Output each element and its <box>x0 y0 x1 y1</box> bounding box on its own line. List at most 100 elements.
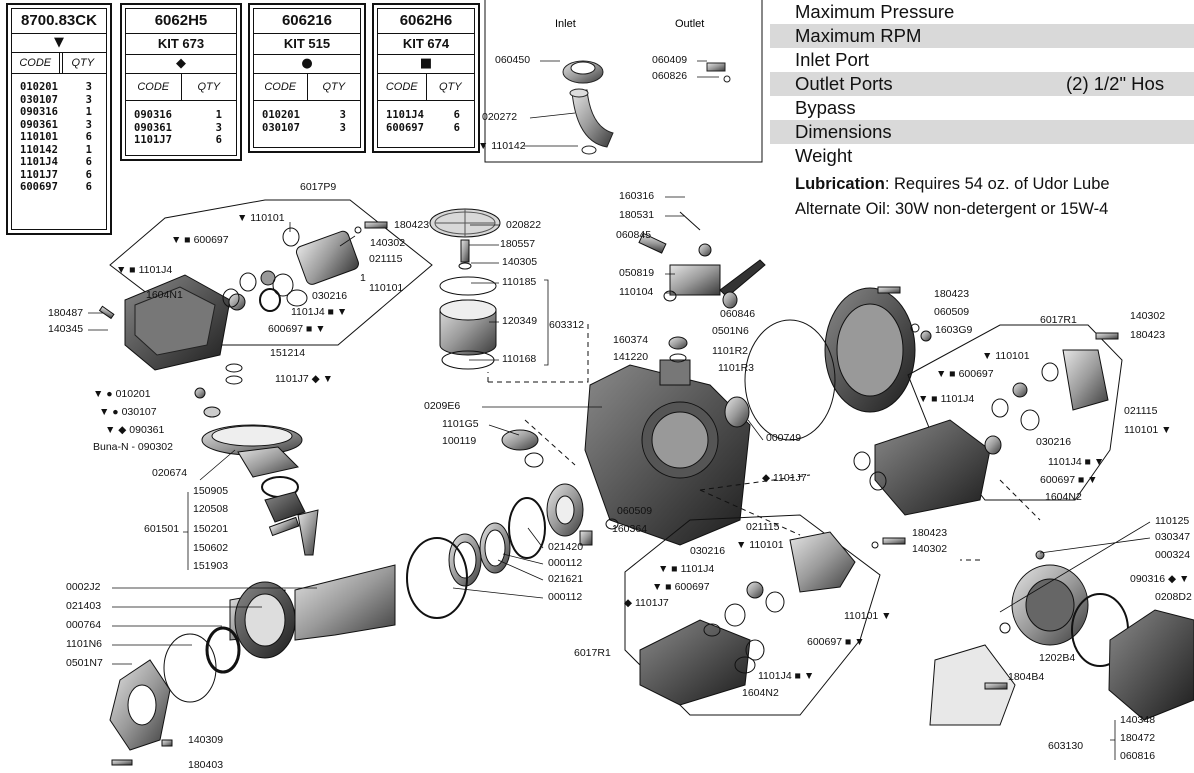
part-qty: 3 <box>85 81 92 93</box>
part-code: 1101J7 <box>134 134 172 146</box>
part-code: 600697 <box>20 181 58 193</box>
manifold-group-6017r1-rear <box>853 324 1123 516</box>
part-callout: ▼ ◆ 090361 <box>105 424 164 436</box>
part-qty: 6 <box>85 181 92 193</box>
part-callout: 140305 <box>502 256 537 268</box>
part-callout: 1101R2 <box>712 345 748 357</box>
part-callout: 150201 <box>193 523 228 535</box>
part-qty: 1 <box>85 143 92 156</box>
part-callout: ▼ ■ 1101J4 <box>918 393 974 405</box>
part-qty: 3 <box>215 121 222 134</box>
part-callout: 060846 <box>720 308 755 320</box>
part-code: 110101 <box>20 131 58 143</box>
part-callout: 020822 <box>506 219 541 231</box>
part-callout: 0209E6 <box>424 400 460 412</box>
part-callout: 160374 <box>613 334 648 346</box>
kit-marker: ◆ <box>126 55 236 74</box>
part-callout: ▼ 110101 <box>736 539 784 551</box>
part-callout: 1101G5 <box>442 418 479 430</box>
part-callout: ▼ 110101 <box>237 212 285 224</box>
inlet-outlet-inset: Inlet Outlet <box>484 0 763 163</box>
part-callout: 1101J4 ■ ▼ <box>291 306 347 318</box>
part-callout: 060409 <box>652 54 687 66</box>
part-callout: ▼ ● 010201 <box>93 388 151 400</box>
part-callout: 0501N7 <box>66 657 103 669</box>
part-callout: 060450 <box>495 54 530 66</box>
part-code: 010201 <box>20 81 58 93</box>
part-callout: 140309 <box>188 734 223 746</box>
part-qty: 6 <box>453 121 460 134</box>
kit-row: 010201 3 <box>20 81 98 94</box>
kit-marker: ● <box>254 55 360 74</box>
kit-row: 600697 6 <box>20 181 98 194</box>
spec-row: Bypass <box>795 97 856 118</box>
part-code: 090316 <box>20 106 58 118</box>
part-callout: 1101J4 ■ ▼ <box>1048 456 1104 468</box>
part-callout: 020272 <box>482 111 517 123</box>
alternate-oil-line: Alternate Oil: 30W non-detergent or 15W-… <box>795 200 1109 218</box>
part-callout: 000324 <box>1155 549 1190 561</box>
part-callout: 021403 <box>66 600 101 612</box>
part-qty: 6 <box>453 109 460 121</box>
part-callout: 180487 <box>48 307 83 319</box>
part-callout: 180423 <box>934 288 969 300</box>
part-callout: 140302 <box>1130 310 1165 322</box>
part-code: 1101J4 <box>20 156 58 168</box>
part-callout: 151214 <box>270 347 305 359</box>
part-callout: 140345 <box>48 323 83 335</box>
part-callout: 1804B4 <box>1008 671 1044 683</box>
part-callout: ▼ ■ 600697 <box>652 581 710 593</box>
part-callout: 603130 <box>1048 740 1083 752</box>
part-callout: 030347 <box>1155 531 1190 543</box>
inset-outlet-label: Outlet <box>675 18 704 30</box>
part-callout: 021115 <box>1124 405 1158 417</box>
part-callout: 060816 <box>1120 750 1155 762</box>
part-callout: ▼ ■ 600697 <box>171 234 229 246</box>
kit-marker: ■ <box>378 55 474 74</box>
part-callout: 600697 ■ ▼ <box>807 636 865 648</box>
part-callout: Buna-N - 090302 <box>93 441 173 453</box>
part-callout: ◆ 1101J7 <box>762 472 807 484</box>
part-callout: 1101N6 <box>66 638 102 650</box>
part-code: 030107 <box>262 121 300 134</box>
part-qty: 3 <box>339 109 346 121</box>
part-callout: ▼ ■ 600697 <box>936 368 994 380</box>
part-callout: 060509 <box>617 505 652 517</box>
part-code: 090361 <box>20 118 58 131</box>
kit-row: 090361 3 <box>20 119 98 132</box>
kit-title: 606216 <box>254 9 360 34</box>
part-callout: 1604N1 <box>146 289 183 301</box>
part-callout: ▼ 110142 <box>478 140 526 152</box>
part-callout: 180423 <box>394 219 429 231</box>
part-callout: ▼ ■ 1101J4 <box>116 264 172 276</box>
part-callout: 021621 <box>548 573 583 585</box>
part-callout: 180531 <box>619 209 654 221</box>
part-callout: 000749 <box>766 432 801 444</box>
leader-lines <box>88 60 1151 760</box>
part-code: 090316 <box>134 109 172 121</box>
part-callout: ▼ ■ 1101J4 <box>658 563 714 575</box>
kit-title: 6062H5 <box>126 9 236 34</box>
part-qty: 3 <box>85 118 92 131</box>
part-callout: 110185 <box>502 276 536 288</box>
specifications-panel: Maximum Pressure Maximum RPM Inlet Port … <box>770 0 1194 222</box>
part-callout: 0002J2 <box>66 581 101 593</box>
part-callout: 150602 <box>193 542 228 554</box>
kit-title: 6062H6 <box>378 9 474 34</box>
part-callout: 060845 <box>616 229 651 241</box>
part-qty: 3 <box>339 121 346 134</box>
part-code: 030107 <box>20 93 58 106</box>
part-callout: 1604N2 <box>1045 491 1082 503</box>
